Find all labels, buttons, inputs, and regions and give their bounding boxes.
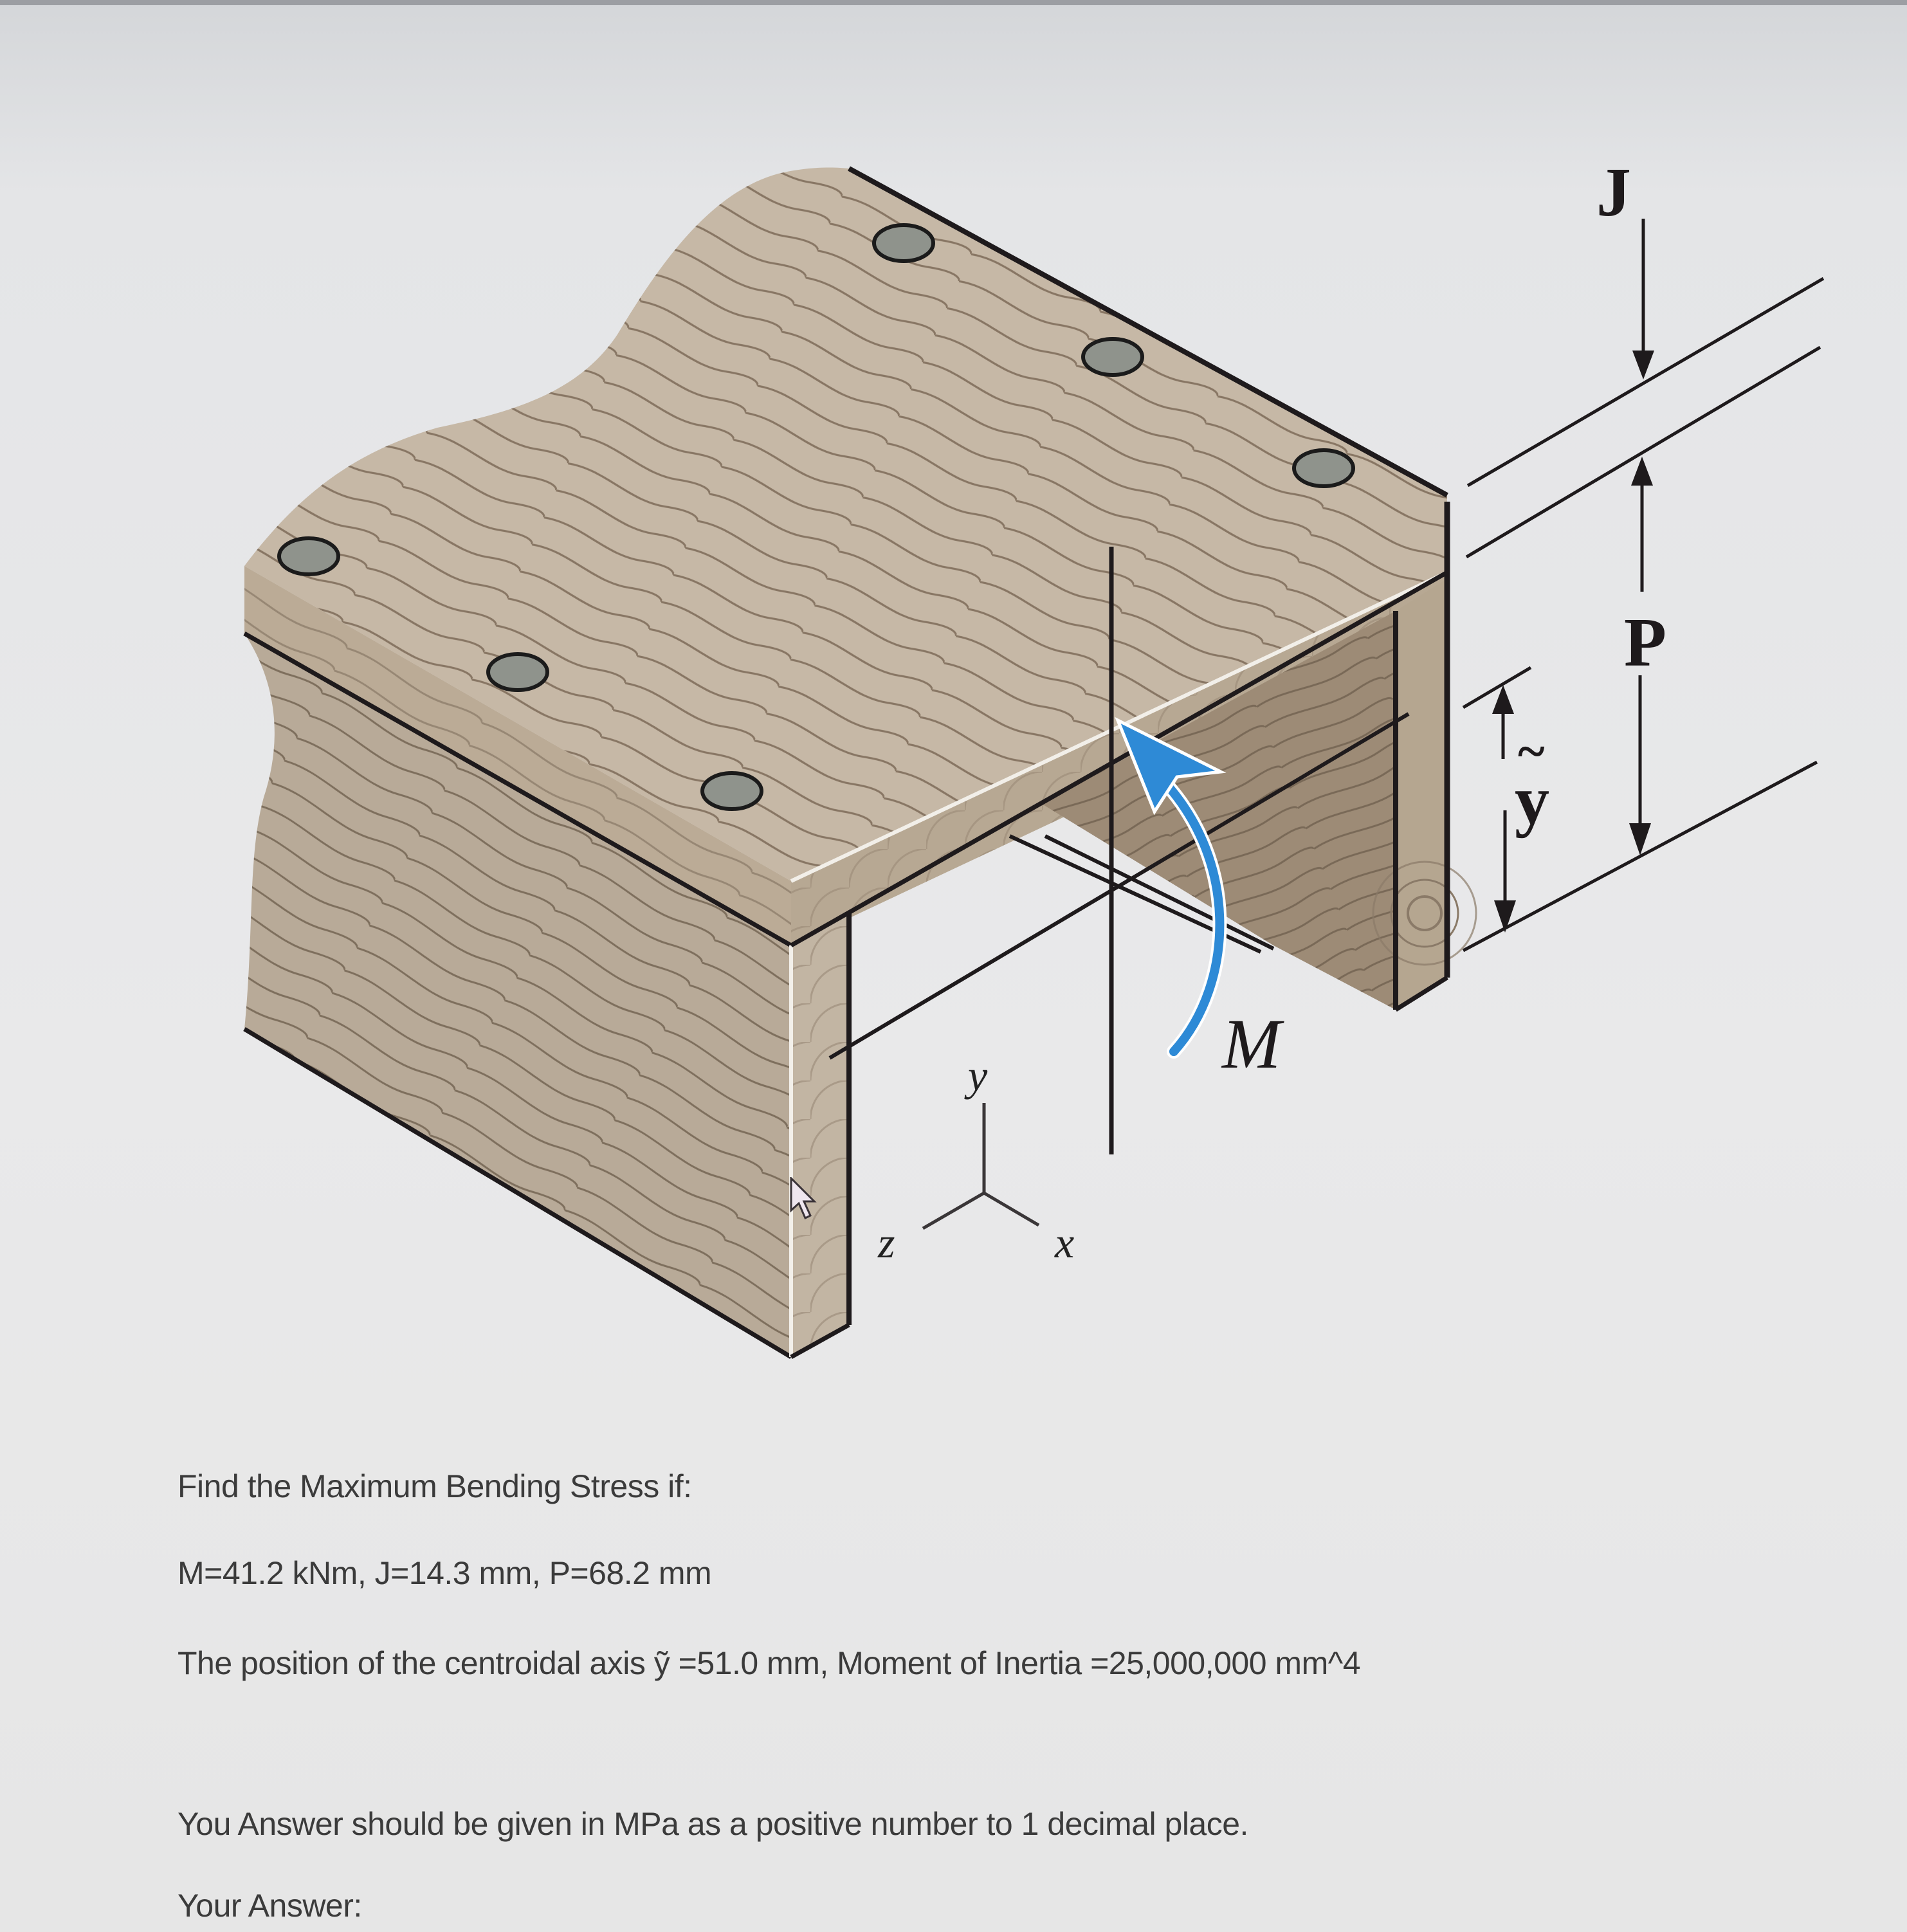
axis-z-label: z: [877, 1218, 895, 1267]
bolts: [277, 223, 1355, 811]
moment-label: M: [1221, 1005, 1284, 1083]
bolt: [700, 771, 763, 811]
web-side-face: [243, 631, 792, 1360]
axis-triad: [922, 1103, 1040, 1230]
dimension-lines: [1462, 277, 1825, 952]
bolt: [872, 223, 935, 263]
bolt: [277, 536, 340, 576]
axis-y-label: y: [964, 1051, 988, 1100]
answer-units-instruction: You Answer should be given in MPa as a p…: [178, 1806, 1248, 1842]
mouse-cursor-icon: [790, 1177, 817, 1220]
bolt: [1292, 448, 1355, 488]
question-title: Find the Maximum Bending Stress if:: [178, 1468, 692, 1504]
ybar-dimension-arrows-icon: [1492, 685, 1516, 933]
j-dimension-arrow-icon: [1632, 219, 1654, 379]
t-beam-diagram: M y z x J P ~ y: [243, 154, 1825, 1360]
answer-input[interactable]: [377, 1884, 766, 1927]
answer-row: Your Answer:: [178, 1884, 766, 1927]
ybar-accent: ~: [1518, 724, 1545, 780]
flange-outline: [790, 166, 1448, 951]
p-label: P: [1624, 605, 1666, 681]
p-dimension-arrows-icon: [1629, 457, 1653, 855]
bolt: [1081, 337, 1144, 377]
far-web-inner-face: [1042, 611, 1396, 1010]
monitor-bezel: [0, 0, 1907, 5]
web-end-face: [789, 913, 852, 1360]
ybar-label: y: [1515, 762, 1549, 839]
question-parameters: M=41.2 kNm, J=14.3 mm, P=68.2 mm: [178, 1555, 712, 1591]
moment-arrow-icon: [1115, 716, 1227, 1059]
far-web-end-face: [1372, 502, 1477, 1012]
flange-top-surface: [244, 167, 1447, 881]
answer-label: Your Answer:: [178, 1888, 362, 1924]
centroid-and-inertia-text: The position of the centroidal axis ỹ =5…: [178, 1645, 1361, 1681]
flange-front-edge: [244, 566, 791, 945]
axis-x-label: x: [1054, 1218, 1074, 1267]
bolt: [486, 652, 549, 692]
j-label: J: [1596, 154, 1631, 231]
